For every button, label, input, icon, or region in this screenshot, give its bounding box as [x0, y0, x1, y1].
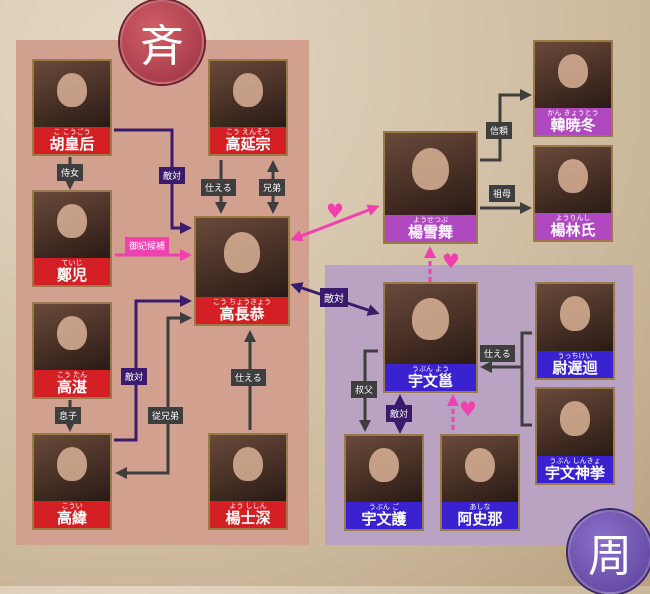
character-card-changgong[interactable]: こう ちょうきょう高長恭	[194, 216, 290, 326]
name-reading: こう ちょうきょう	[212, 298, 272, 306]
character-portrait	[34, 435, 110, 501]
character-portrait	[196, 218, 288, 297]
label-brother: 兄弟	[259, 179, 286, 196]
name-reading: こうい	[61, 502, 83, 510]
arrow-love-changgong	[290, 204, 380, 242]
character-name: 楊林氏	[550, 221, 596, 239]
character-portrait	[210, 61, 286, 127]
character-card-yuchi[interactable]: うっちけい尉遅迴	[535, 282, 615, 380]
character-card-shishen[interactable]: よう ししん楊士深	[208, 433, 288, 530]
character-name: 尉遅迴	[552, 359, 598, 377]
zhou-seal: 周	[568, 510, 650, 594]
character-card-yong[interactable]: うぶん よう宇文邕	[383, 282, 478, 393]
label-enemy: 敵対	[121, 368, 148, 385]
name-reading: ようりんし	[555, 214, 591, 222]
character-name: 宇文護	[361, 510, 407, 528]
name-reading: こ こうごう	[53, 128, 91, 136]
character-portrait	[442, 436, 518, 502]
name-reading: あしな	[469, 503, 491, 511]
character-name: 楊士深	[225, 509, 271, 527]
character-card-xiaodong[interactable]: かん きょうとう韓暁冬	[533, 40, 613, 137]
heart-icon: ♥	[326, 199, 344, 223]
character-card-shenju[interactable]: うぶん しんきょ宇文神挙	[535, 387, 615, 485]
character-name: 楊雪舞	[407, 223, 453, 241]
character-name: 高長恭	[219, 305, 265, 323]
heart-icon: ♥	[459, 397, 477, 421]
character-name: 高緯	[56, 509, 87, 527]
character-portrait	[537, 389, 613, 456]
character-card-linshi[interactable]: ようりんし楊林氏	[533, 145, 613, 242]
character-card-zheng[interactable]: ていじ鄭児	[32, 190, 112, 287]
name-reading: かん きょうとう	[547, 109, 599, 117]
character-portrait	[34, 61, 110, 127]
character-portrait	[537, 284, 613, 351]
character-portrait	[34, 304, 110, 370]
character-name: 阿史那	[457, 510, 503, 528]
character-portrait	[34, 192, 110, 258]
name-reading: ていじ	[61, 259, 83, 267]
character-card-xuewu[interactable]: ようせつぶ楊雪舞	[383, 131, 478, 244]
arrow-uncle	[359, 349, 378, 432]
character-name: 胡皇后	[49, 135, 95, 153]
character-card-wei[interactable]: こうい高緯	[32, 433, 112, 530]
character-card-hu[interactable]: こ こうごう胡皇后	[32, 59, 112, 156]
character-name: 韓暁冬	[550, 116, 596, 134]
character-portrait	[346, 436, 422, 502]
name-reading: よう ししん	[229, 502, 267, 510]
label-enemy: 敵対	[320, 288, 348, 307]
character-portrait	[535, 42, 611, 108]
character-name: 高湛	[56, 378, 87, 396]
character-card-yanzong[interactable]: こう えんそう高延宗	[208, 59, 288, 156]
name-reading: ようせつぶ	[413, 216, 448, 224]
label-uncle: 叔父	[351, 381, 378, 398]
character-name: 高延宗	[225, 135, 271, 153]
name-reading: うぶん よう	[411, 365, 450, 373]
label-son: 息子	[55, 407, 82, 424]
arrow-serve-zhou	[486, 331, 532, 427]
label-maid: 侍女	[57, 164, 84, 181]
name-reading: こう えんそう	[225, 128, 271, 136]
label-cousin: 従兄弟	[148, 407, 184, 424]
character-portrait	[535, 147, 611, 213]
character-portrait	[385, 284, 476, 364]
character-name: 宇文神挙	[544, 464, 605, 482]
character-name: 鄭児	[56, 266, 87, 284]
label-serve: 仕える	[231, 369, 266, 386]
label-enemy: 敵対	[386, 405, 413, 422]
name-reading: こう たん	[56, 371, 88, 379]
label-consort: 御妃候補	[125, 237, 170, 254]
heart-icon: ♥	[442, 249, 460, 273]
character-name: 宇文邕	[407, 372, 453, 390]
qi-seal: 斉	[120, 0, 204, 84]
name-reading: うぶん ご	[368, 503, 400, 511]
character-card-hu2[interactable]: うぶん ご宇文護	[344, 434, 424, 531]
name-reading: うぶん しんきょ	[549, 457, 601, 465]
character-card-zhan[interactable]: こう たん高湛	[32, 302, 112, 399]
arrow-cousin	[115, 312, 192, 479]
character-card-ashina[interactable]: あしな阿史那	[440, 434, 520, 531]
label-serve: 仕える	[480, 345, 515, 362]
character-portrait	[210, 435, 286, 501]
label-trust: 信頼	[486, 122, 513, 139]
character-portrait	[385, 133, 476, 215]
label-grandmother: 祖母	[489, 185, 516, 202]
name-reading: うっちけい	[557, 352, 593, 360]
label-serve: 仕える	[201, 179, 236, 196]
label-enemy: 敵対	[159, 167, 186, 184]
